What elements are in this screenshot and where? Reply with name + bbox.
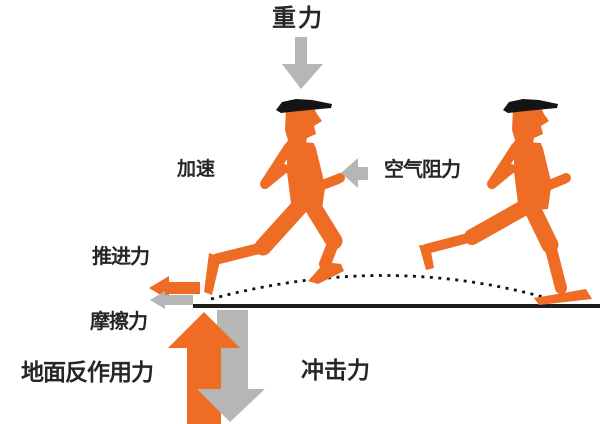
- gravity-label: 重力: [272, 4, 324, 32]
- runner-right-cap-icon: [503, 99, 558, 113]
- impact-label: 冲击力: [301, 358, 370, 384]
- gravity-arrow-icon: [282, 37, 323, 89]
- air-resistance-arrow-icon: [341, 158, 368, 188]
- friction-arrow-icon: [150, 291, 193, 309]
- impact-arrow-head: [197, 389, 265, 422]
- runner-left-rear-thigh: [254, 197, 309, 256]
- runner-left-back-hand: [279, 164, 289, 174]
- propulsion-label: 推进力: [92, 244, 150, 268]
- runner-right-rear-shin: [421, 232, 477, 254]
- runner-left-front-shin: [319, 235, 340, 270]
- runner-right-rear-thigh: [464, 198, 535, 245]
- acceleration-label: 加速: [177, 158, 216, 180]
- runner-left: [204, 99, 345, 295]
- trajectory-dotted-arc: [210, 274, 558, 303]
- runner-right-back-hand: [506, 164, 516, 174]
- runner-left-rear-shin: [211, 241, 271, 265]
- runner-right-front-foot: [534, 289, 592, 305]
- runner-right: [419, 99, 592, 305]
- runner-left-cap-icon: [276, 99, 332, 113]
- runner-left-front-arm: [306, 144, 343, 191]
- runner-left-rear-foot: [204, 253, 221, 295]
- runner-right-front-hand: [561, 173, 571, 183]
- friction-label: 摩擦力: [90, 309, 148, 333]
- runner-left-front-hand: [335, 173, 345, 183]
- runner-right-head: [512, 105, 549, 147]
- runner-right-front-arm: [533, 144, 569, 191]
- runner-left-head: [285, 105, 322, 147]
- impact-arrow-shaft: [217, 310, 248, 390]
- runner-right-front-thigh: [523, 199, 559, 254]
- ground-reaction-label: 地面反作用力: [21, 360, 154, 386]
- ground-reaction-arrow-icon: [168, 312, 240, 424]
- runner-left-front-foot: [308, 262, 344, 284]
- runner-right-front-shin: [544, 239, 567, 294]
- runner-right-back-arm: [487, 142, 521, 189]
- runner-right-rear-foot: [419, 245, 434, 270]
- air-resistance-label: 空气阻力: [384, 157, 461, 181]
- runner-left-back-arm: [260, 142, 294, 189]
- runner-left-front-thigh: [304, 198, 343, 250]
